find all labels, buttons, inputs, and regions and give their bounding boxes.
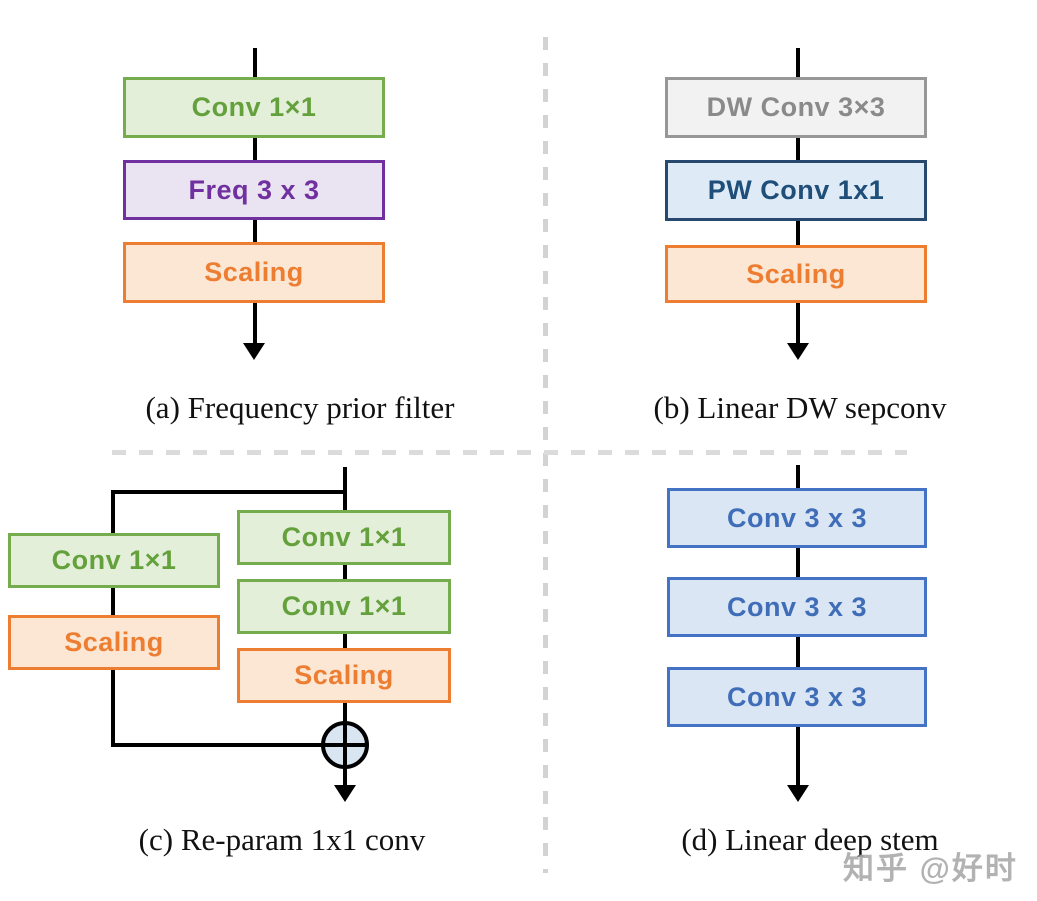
down-arrow-icon [787, 343, 809, 360]
block-conv3x3: Conv 3 x 3 [667, 577, 927, 637]
block-dwconv3x3: DW Conv 3×3 [665, 77, 927, 138]
panel-a-caption: (a) Frequency prior filter [145, 390, 455, 425]
block-conv1x1: Conv 1×1 [8, 533, 220, 588]
plus-horizontal-bar [325, 743, 365, 747]
block-conv1x1: Conv 1×1 [237, 510, 451, 565]
down-arrow-icon [243, 343, 265, 360]
block-conv3x3: Conv 3 x 3 [667, 488, 927, 548]
block-scaling: Scaling [8, 615, 220, 670]
panel-d-caption: (d) Linear deep stem [681, 822, 939, 857]
down-arrow-icon [787, 785, 809, 802]
panel-b-caption: (b) Linear DW sepconv [653, 390, 947, 425]
block-pwconv1x1: PW Conv 1x1 [665, 160, 927, 221]
down-arrow-icon [334, 785, 356, 802]
vertical-dashed-divider [543, 37, 548, 873]
block-freq3x3: Freq 3 x 3 [123, 160, 385, 220]
horizontal-dashed-divider [112, 450, 907, 455]
block-conv3x3: Conv 3 x 3 [667, 667, 927, 727]
block-scaling: Scaling [237, 648, 451, 703]
block-scaling: Scaling [665, 245, 927, 303]
block-conv1x1: Conv 1×1 [237, 579, 451, 634]
branch-split-line [111, 490, 347, 494]
block-conv1x1: Conv 1×1 [123, 77, 385, 138]
watermark-text: 知乎 @好时 [843, 851, 1018, 886]
panel-c-caption: (c) Re-param 1x1 conv [138, 822, 426, 857]
elementwise-add-icon [321, 721, 369, 769]
block-scaling: Scaling [123, 242, 385, 303]
branch-join-line [111, 743, 345, 747]
